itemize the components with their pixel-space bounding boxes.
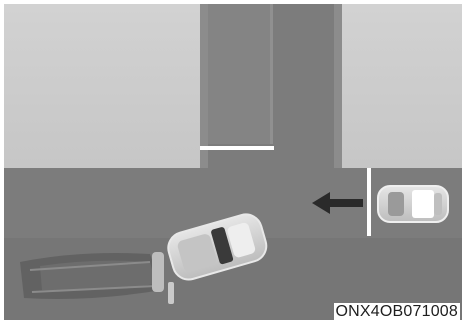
vertical-road-centerline	[270, 4, 273, 144]
oncoming-car	[378, 186, 448, 222]
vertical-road-lane	[208, 4, 270, 144]
curb-left	[200, 4, 208, 168]
curb-right	[334, 4, 342, 168]
stop-line-north	[200, 146, 274, 150]
block-top-right	[342, 4, 462, 168]
figure-code: ONX4OB071008	[334, 303, 460, 321]
block-top-left	[4, 4, 200, 168]
stop-line-east	[367, 168, 371, 236]
